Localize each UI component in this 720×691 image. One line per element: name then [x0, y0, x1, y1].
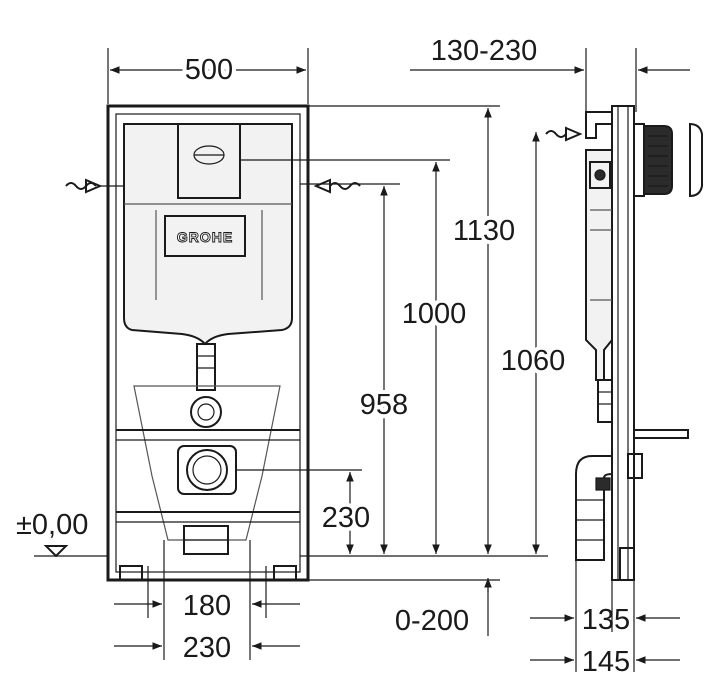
label-1000: 1000	[402, 298, 467, 330]
label-0-200: 0-200	[395, 605, 469, 637]
bolt-arm	[633, 429, 689, 439]
side-frame	[611, 105, 635, 581]
flush-plate	[689, 122, 703, 198]
grohe-logo: GROHE	[177, 229, 233, 245]
label-floor-level: ±0,00	[16, 509, 88, 541]
label-130-230: 130-230	[431, 35, 537, 67]
label-1060: 1060	[501, 345, 566, 377]
dim-side-depths: 135 145	[530, 560, 680, 678]
height-dimensions: 1130 1000 958 230 1060	[236, 105, 569, 557]
flush-button-housing	[633, 123, 645, 197]
floor-level-marker: ±0,00	[16, 509, 108, 558]
label-145: 145	[582, 646, 630, 678]
label-500: 500	[185, 54, 233, 86]
flush-pipe-outlet	[190, 396, 222, 428]
right-foot	[273, 565, 297, 581]
left-foot	[119, 565, 143, 581]
flush-button	[643, 125, 673, 195]
label-180: 180	[183, 590, 231, 622]
side-view	[545, 105, 703, 581]
dim-frame-width: 500	[107, 48, 309, 104]
label-958: 958	[360, 389, 408, 421]
dim-depth-adjust: 0-200	[308, 578, 500, 637]
label-135: 135	[582, 604, 630, 636]
dim-flush-offset: 130-230	[410, 35, 690, 112]
label-230-height: 230	[322, 502, 370, 534]
front-view: GROHE	[65, 104, 361, 582]
label-230-width: 230	[183, 632, 231, 664]
dim-bottom-widths: 180 230	[114, 540, 300, 664]
label-1130: 1130	[453, 215, 515, 247]
grohe-logo-plate	[164, 215, 246, 257]
waste-elbow	[575, 455, 613, 561]
flush-plate-opening	[177, 123, 241, 199]
